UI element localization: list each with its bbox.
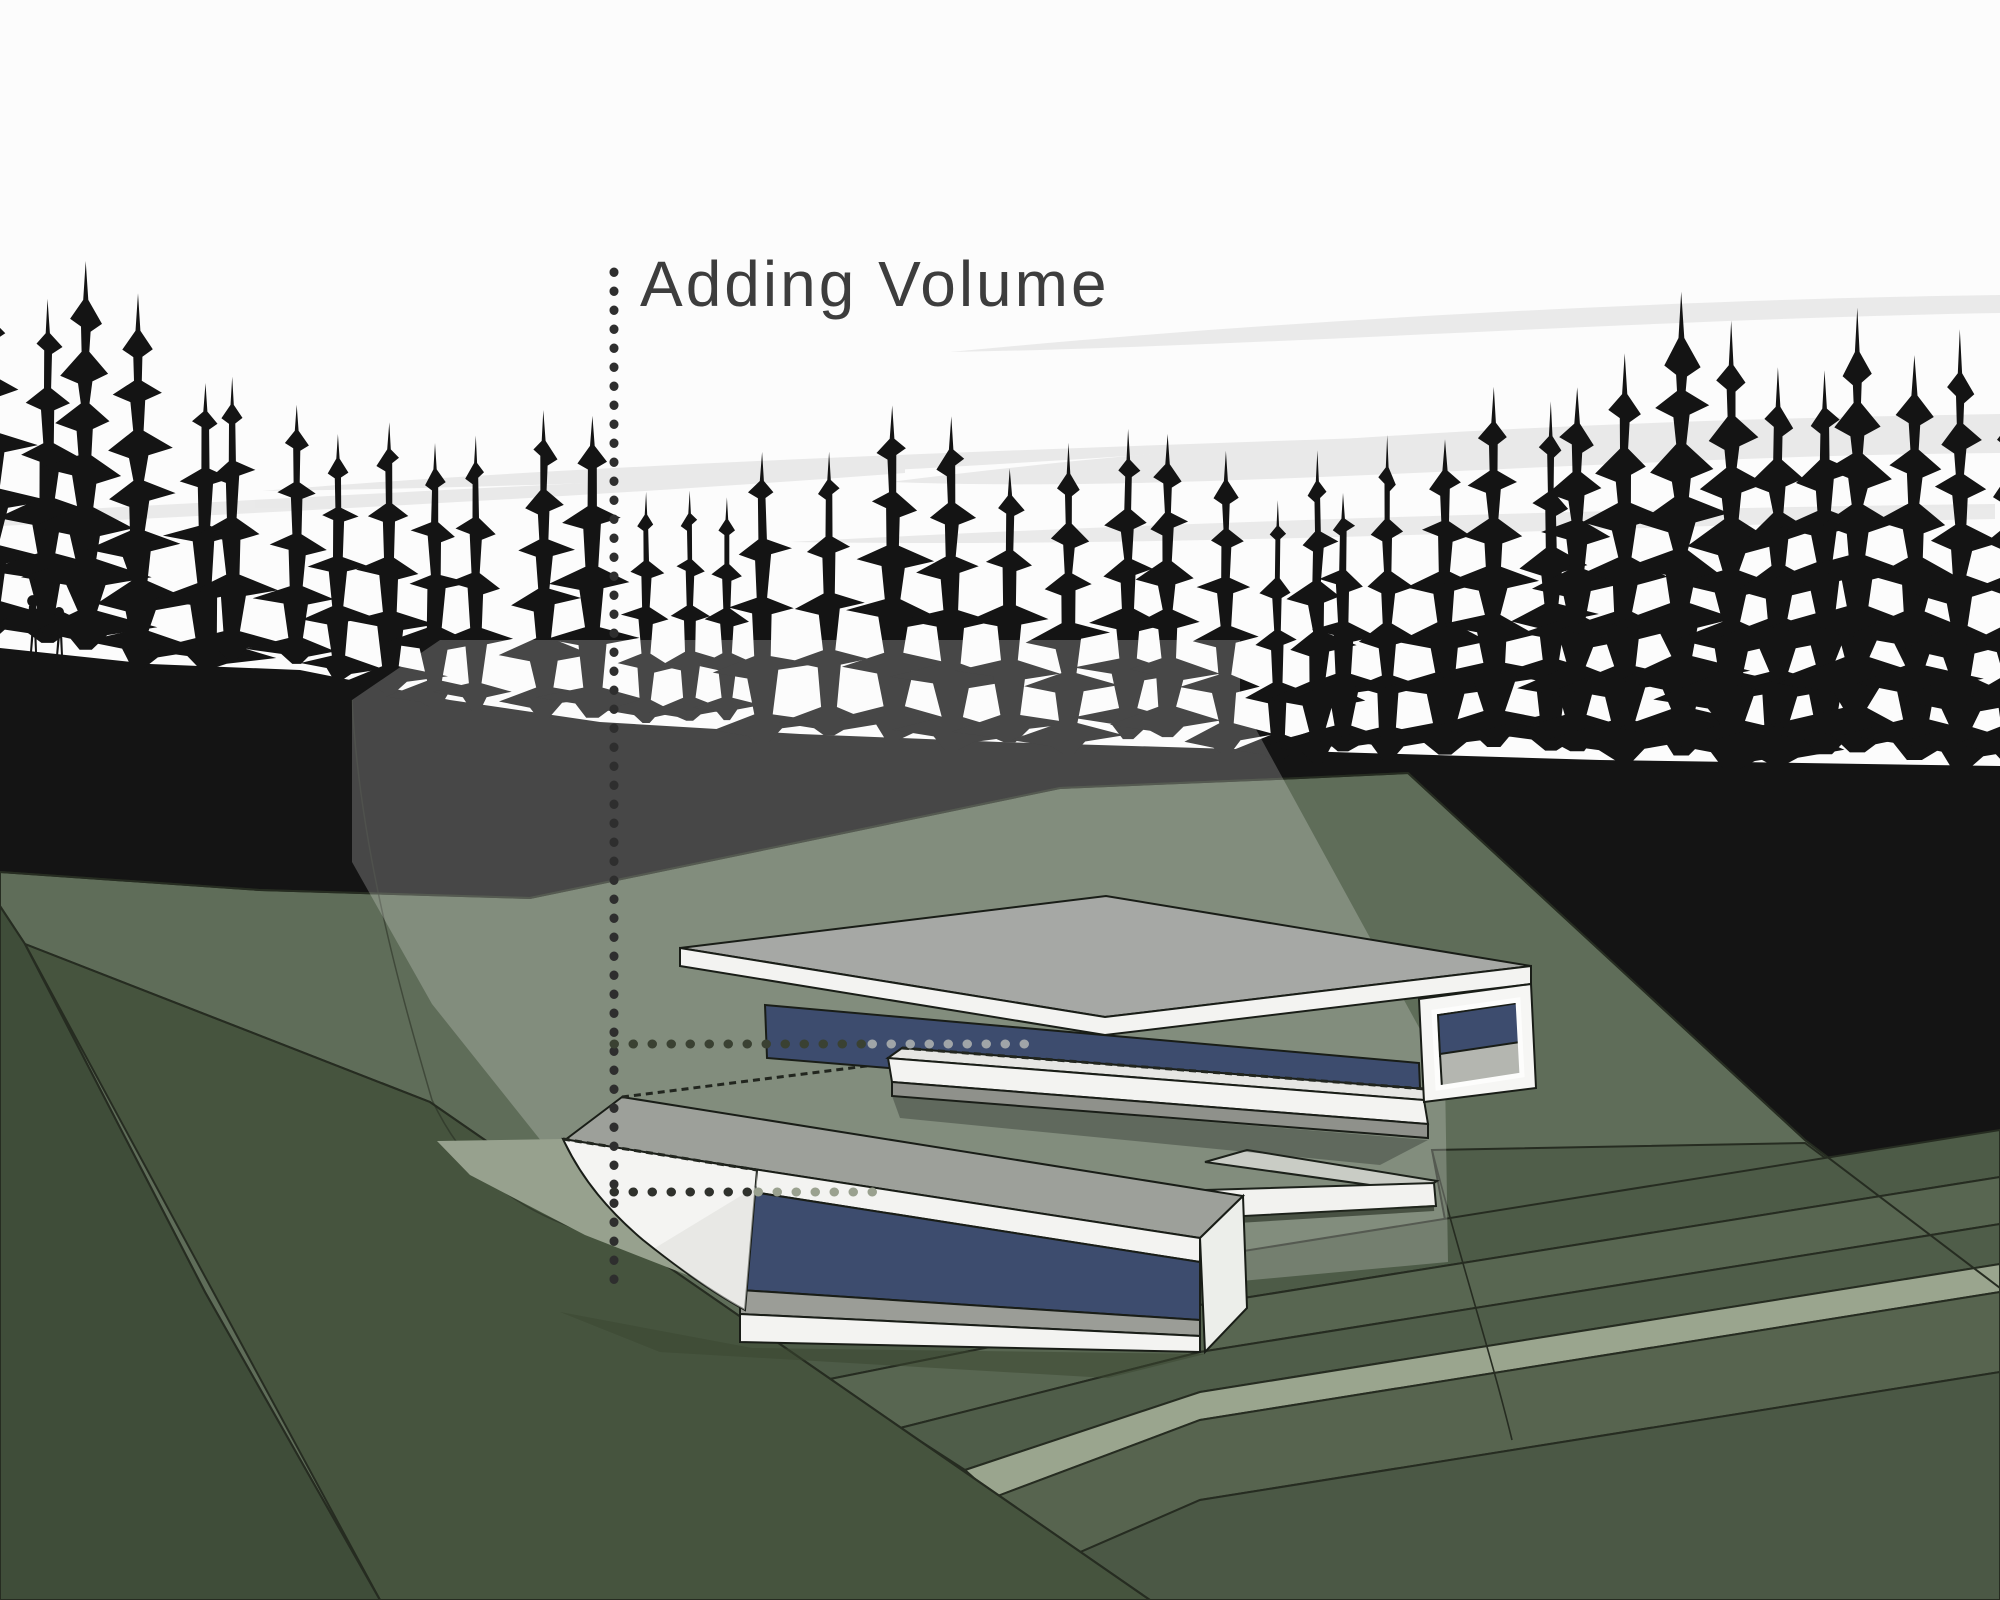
conifer-tree-silhouette [1898, 329, 2000, 772]
conifer-tree-silhouette [951, 468, 1076, 743]
conifer-tree-silhouette [1498, 387, 1636, 752]
conifer-tree-silhouette [1233, 500, 1322, 761]
wind-swoosh [262, 438, 1362, 491]
east-end-frame [1417, 982, 1538, 1104]
conifer-tree-silhouette [838, 405, 972, 740]
conifer-tree-silhouette [1692, 367, 1845, 765]
conifer-tree-silhouette [1179, 450, 1275, 754]
floor-slab-shadow [892, 1096, 1428, 1165]
conifer-tree-silhouette [1653, 320, 1811, 770]
hiker-body [28, 605, 38, 652]
conifer-tree-silhouette [1843, 355, 2000, 760]
terrain-facet-edges [0, 699, 2000, 1600]
conifer-tree-silhouette [1611, 291, 1770, 756]
conifer-tree-silhouette [606, 491, 676, 723]
cut-face-light [437, 1139, 700, 1280]
frame-inner-edge [1431, 997, 1525, 1091]
conifer-tree-silhouette [177, 376, 281, 660]
diagram-title: Adding Volume [640, 248, 1110, 320]
hiker-head [54, 607, 64, 617]
conifer-tree-silhouette [1768, 307, 1933, 753]
hiker-silhouette [27, 595, 39, 652]
conifer-tree-silhouette [1266, 450, 1366, 764]
conifer-tree-silhouette [535, 415, 656, 718]
conifer-tree-silhouette [1109, 433, 1221, 738]
conifer-tree-silhouette [1955, 435, 2000, 759]
conifer-tree-silhouette [779, 451, 878, 736]
conifer-tree-silhouette [1538, 353, 1693, 762]
slab-sawtooth-line [901, 1046, 1439, 1092]
conifer-tree-silhouette [0, 298, 100, 643]
upper-volume [679, 894, 1538, 1165]
conifer-tree-silhouette [21, 261, 158, 650]
building-ground-shadow [560, 1312, 1205, 1378]
conifer-tree-silhouette [84, 293, 205, 669]
conifer-tree-silhouette [1369, 439, 1517, 755]
lower-end-cap [1198, 1193, 1249, 1355]
prow-wedge-shade [655, 1170, 757, 1310]
deck-top [1204, 1148, 1440, 1194]
lower-fascia-bottom [739, 1312, 1201, 1354]
conifer-tree-silhouette [1480, 401, 1619, 751]
hiker-head [27, 595, 39, 607]
conifer-tree-silhouette [145, 383, 277, 669]
conifer-tree-silhouette [712, 451, 829, 744]
annotation-leaders [609, 267, 1037, 1290]
conifer-tree-silhouette [1428, 386, 1565, 747]
conifer-tree-silhouette [244, 404, 336, 664]
conifer-tree-silhouette [1071, 428, 1186, 740]
hiker-silhouette [54, 607, 64, 656]
wind-swoosh [0, 466, 905, 526]
conifer-tree-silhouette [890, 416, 1024, 751]
wind-swoosh [950, 295, 2000, 352]
conifer-tree-silhouette [432, 435, 514, 711]
conifer-tree-silhouette [344, 422, 448, 694]
shadow-sawtooth-lines [562, 1059, 907, 1172]
floor-slab-underside [891, 1080, 1429, 1140]
conifer-tree-silhouette [300, 434, 383, 681]
conifer-tree-silhouette [1010, 442, 1125, 755]
conifer-tree-silhouette [498, 410, 607, 719]
conifer-tree-silhouette [1334, 434, 1442, 761]
hiker-body [54, 616, 64, 656]
conifer-tree-silhouette [0, 327, 59, 634]
